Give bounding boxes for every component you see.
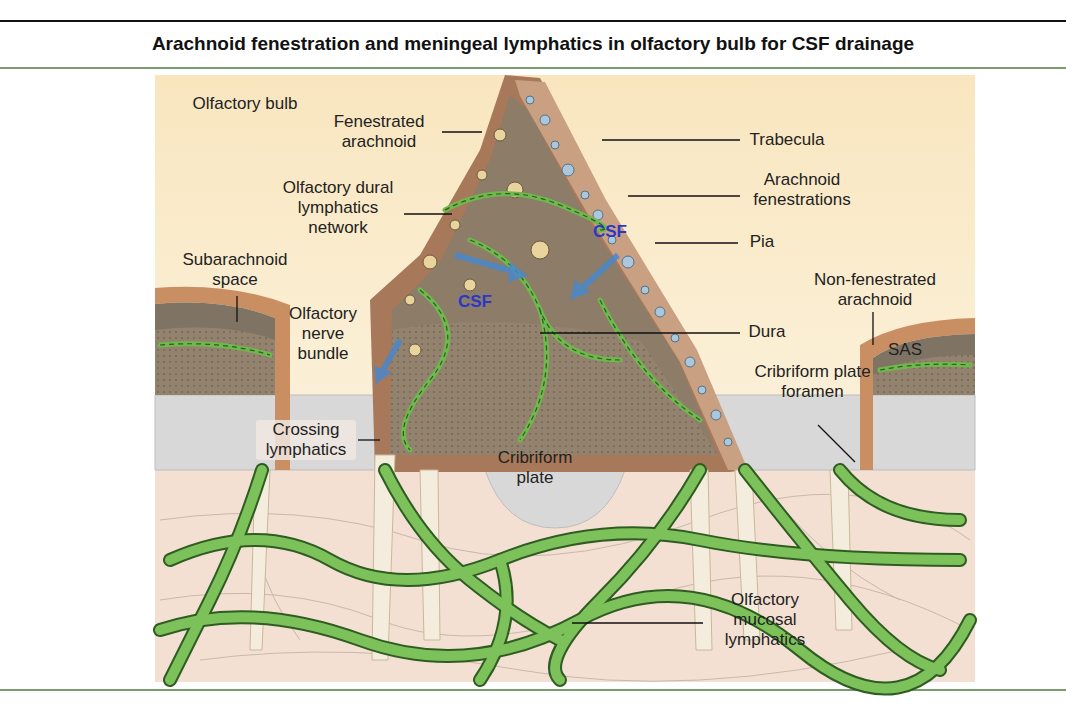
part-label: Olfactory nerve bundle [278,304,368,364]
part-label: Cribriform plate [480,448,590,488]
part-label: Cribriform plate foramen [745,362,880,402]
part-label: Fenestrated arachnoid [318,112,440,152]
part-label: SAS [880,340,930,360]
part-label: Olfactory mucosal lymphatics [705,590,825,650]
part-label: Subarachnoid space [160,250,310,290]
part-label: Non-fenestrated arachnoid [790,270,960,310]
part-label: Crossing lymphatics [256,420,356,460]
part-label: Arachnoid fenestrations [742,170,862,210]
part-label: Trabecula [742,130,832,150]
part-label: Dura [742,322,792,342]
title: Arachnoid fenestration and meningeal lym… [0,33,1066,55]
flow-label: CSF [585,222,635,242]
region-label: Olfactory bulb [190,94,300,114]
flow-label: CSF [450,292,500,312]
part-label: Pia [742,232,782,252]
part-label: Olfactory dural lymphatics network [274,178,402,238]
